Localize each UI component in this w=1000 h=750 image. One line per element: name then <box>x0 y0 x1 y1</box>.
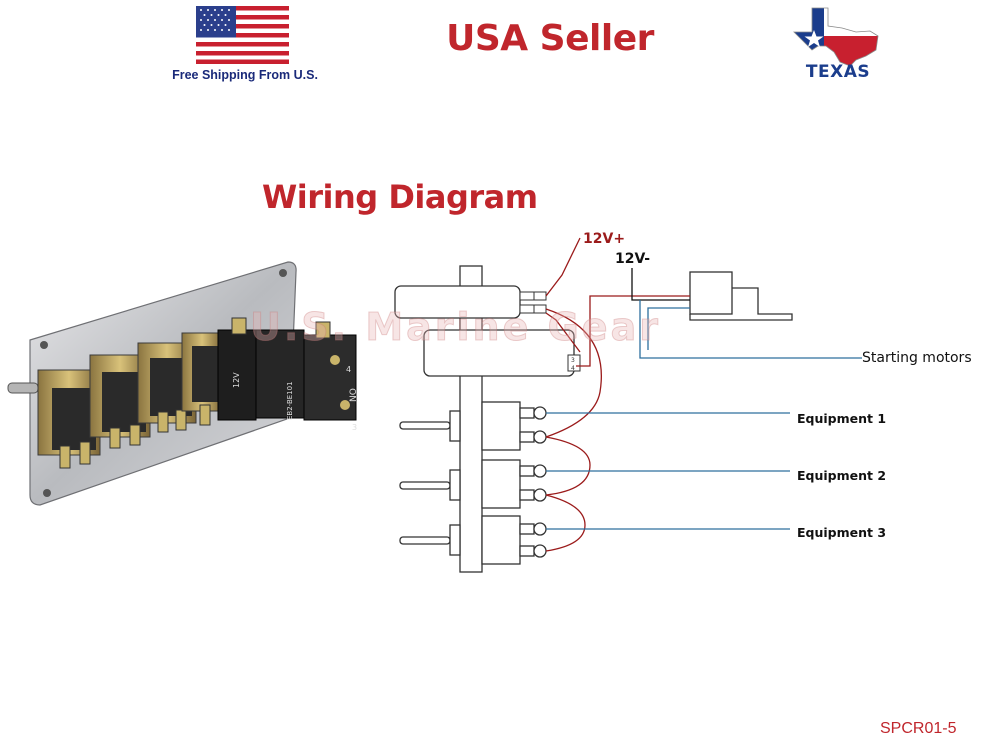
positive-wires <box>545 237 690 552</box>
button-wire <box>545 312 581 353</box>
wiring-diagram-title: Wiring Diagram <box>262 178 538 216</box>
terminal <box>519 304 535 314</box>
starter-button-housing <box>394 285 521 319</box>
12v-minus-label: 12V- <box>615 251 650 267</box>
toggle-switch-3 <box>399 515 547 565</box>
terminal-3-label: 3 <box>571 357 575 364</box>
starting-motor-wire <box>639 300 862 359</box>
switch-panel-photo: 12V EB2-BE101 NO 3 4 <box>7 261 359 506</box>
jumper-wire <box>545 436 591 496</box>
button-no-label: NO <box>349 388 359 402</box>
12v-plus-label: 12V+ <box>583 231 625 247</box>
terminal <box>533 291 547 301</box>
free-shipping-text: Free Shipping From U.S. <box>172 68 318 82</box>
relay-base <box>689 287 793 321</box>
starter-button-body <box>423 329 575 377</box>
terminal <box>519 291 535 301</box>
equipment-2-label: Equipment 2 <box>797 468 886 483</box>
mount-hole <box>40 341 48 349</box>
mount-hole <box>279 269 287 277</box>
button-terminal-4: 4 <box>346 365 351 374</box>
starting-motors-label: Starting motors <box>862 350 972 366</box>
toggle-switch-2 <box>399 459 547 509</box>
terminal-4-label: 4 <box>571 365 575 372</box>
push-button-block: 12V EB2-BE101 NO 3 4 <box>217 317 359 432</box>
sku-label: SPCR01-5 <box>880 720 957 737</box>
12v-plus-lead <box>545 237 581 297</box>
mount-hole <box>43 489 51 497</box>
equipment-3-label: Equipment 3 <box>797 525 886 540</box>
toggle-switch-1 <box>399 401 547 451</box>
toggle-switch <box>181 332 223 426</box>
jumper-wire <box>545 308 602 438</box>
texas-flag-map-icon <box>793 7 879 66</box>
toggle-lever <box>7 382 39 394</box>
button-terminal-3: 3 <box>352 423 357 432</box>
terminal-block <box>567 354 581 372</box>
usa-seller-heading: USA Seller <box>446 18 654 59</box>
button-model-label: EB2-BE101 <box>286 381 294 420</box>
texas-label: TEXAS <box>805 62 871 82</box>
terminal <box>533 304 547 314</box>
button-label-12v: 12V <box>232 372 241 388</box>
starting-motor-wire <box>647 307 690 350</box>
toggle-switch <box>37 369 101 469</box>
relay-signal-wire <box>576 295 690 367</box>
wiring-schematic: 3 4 1 <box>394 231 972 573</box>
12v-minus-lead <box>631 268 690 301</box>
equipment-1-label: Equipment 1 <box>797 411 886 426</box>
jumper-wire <box>545 494 586 552</box>
equipment-wires <box>546 300 862 530</box>
us-flag-icon <box>196 6 289 64</box>
starter-relay <box>689 271 733 315</box>
